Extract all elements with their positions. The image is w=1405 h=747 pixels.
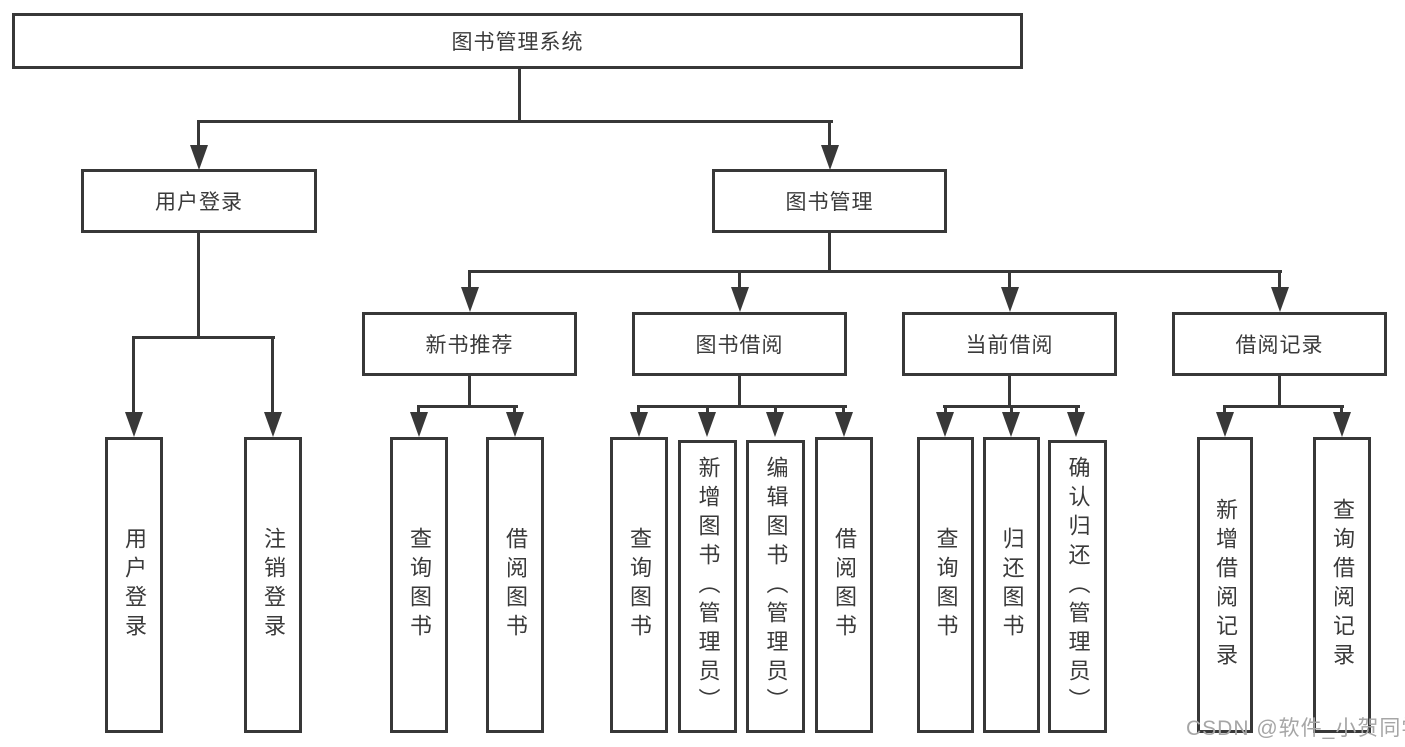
connector-vertical-line — [417, 405, 420, 415]
connector-vertical-line — [197, 120, 200, 147]
leaf-borrow-books-borrow: 借阅图书 — [815, 437, 873, 733]
leaf-user-login: 用户登录 — [105, 437, 163, 733]
leaf-logout: 注销登录 — [244, 437, 302, 733]
leaf-query-books-borrow: 查询图书 — [610, 437, 668, 733]
leaf-label: 新增图书（管理员） — [695, 456, 721, 717]
arrow-down-icon — [1002, 412, 1020, 437]
arrow-down-icon — [731, 287, 749, 312]
leaf-add-borrow-record: 新增借阅记录 — [1197, 437, 1253, 733]
node-library-system: 图书管理系统 — [12, 13, 1023, 69]
connector-vertical-line — [1278, 270, 1281, 290]
connector-vertical-line — [513, 405, 516, 415]
node-current-borrow: 当前借阅 — [902, 312, 1117, 376]
connector-vertical-line — [1008, 376, 1011, 405]
leaf-label: 查询借阅记录 — [1330, 498, 1355, 672]
arrow-down-icon — [125, 412, 143, 437]
connector-horizontal-line — [132, 336, 275, 339]
connector-vertical-line — [1075, 405, 1078, 415]
connector-vertical-line — [944, 405, 947, 415]
node-label: 图书借阅 — [695, 334, 784, 357]
connector-horizontal-line — [468, 270, 1282, 273]
arrow-down-icon — [1001, 287, 1019, 312]
arrow-down-icon — [190, 145, 208, 170]
leaf-query-borrow-record: 查询借阅记录 — [1313, 437, 1371, 733]
arrow-down-icon — [1216, 412, 1234, 437]
leaf-label: 借阅图书 — [832, 527, 857, 643]
leaf-label: 注销登录 — [261, 527, 286, 643]
leaf-add-book-admin: 新增图书（管理员） — [678, 440, 737, 733]
connector-vertical-line — [1010, 405, 1013, 415]
leaf-query-books-newbook: 查询图书 — [390, 437, 448, 733]
connector-horizontal-line — [637, 405, 847, 408]
node-book-borrow: 图书借阅 — [632, 312, 847, 376]
node-label: 当前借阅 — [965, 334, 1054, 357]
connector-vertical-line — [828, 120, 831, 147]
arrow-down-icon — [821, 145, 839, 170]
connector-vertical-line — [197, 233, 200, 336]
leaf-label: 借阅图书 — [503, 527, 528, 643]
connector-horizontal-line — [943, 405, 1080, 408]
leaf-query-books-current: 查询图书 — [917, 437, 974, 733]
node-book-management: 图书管理 — [712, 169, 947, 233]
connector-horizontal-line — [1223, 405, 1344, 408]
connector-vertical-line — [468, 270, 471, 290]
leaf-edit-book-admin: 编辑图书（管理员） — [746, 440, 805, 733]
leaf-label: 查询图书 — [627, 527, 652, 643]
connector-vertical-line — [842, 405, 845, 415]
connector-horizontal-line — [197, 120, 833, 123]
csdn-watermark: CSDN @软件_小贺同学 — [1186, 717, 1405, 740]
leaf-label: 编辑图书（管理员） — [763, 456, 789, 717]
node-label: 图书管理 — [785, 191, 874, 214]
arrow-down-icon — [506, 412, 524, 437]
node-borrow-records: 借阅记录 — [1172, 312, 1387, 376]
connector-vertical-line — [706, 405, 709, 415]
connector-vertical-line — [774, 405, 777, 415]
leaf-label: 用户登录 — [122, 527, 147, 643]
leaf-return-book: 归还图书 — [983, 437, 1040, 733]
connector-horizontal-line — [417, 405, 518, 408]
arrow-down-icon — [410, 412, 428, 437]
connector-vertical-line — [1340, 405, 1343, 415]
connector-vertical-line — [518, 69, 521, 120]
connector-vertical-line — [132, 336, 135, 415]
arrow-down-icon — [264, 412, 282, 437]
node-label: 新书推荐 — [425, 334, 514, 357]
connector-vertical-line — [271, 336, 274, 415]
arrow-down-icon — [461, 287, 479, 312]
node-label: 借阅记录 — [1235, 334, 1324, 357]
connector-vertical-line — [637, 405, 640, 415]
arrow-down-icon — [1271, 287, 1289, 312]
leaf-label: 查询图书 — [407, 527, 432, 643]
arrow-down-icon — [630, 412, 648, 437]
leaf-label: 查询图书 — [933, 527, 959, 643]
leaf-label: 归还图书 — [999, 527, 1025, 643]
arrow-down-icon — [835, 412, 853, 437]
node-new-book-recommend: 新书推荐 — [362, 312, 577, 376]
connector-vertical-line — [1223, 405, 1226, 415]
leaf-label: 确认归还（管理员） — [1065, 456, 1091, 717]
node-label: 用户登录 — [155, 191, 243, 214]
connector-vertical-line — [1278, 376, 1281, 405]
arrow-down-icon — [1067, 412, 1085, 437]
node-user-login-module: 用户登录 — [81, 169, 317, 233]
arrow-down-icon — [1333, 412, 1351, 437]
arrow-down-icon — [766, 412, 784, 437]
node-label: 图书管理系统 — [451, 31, 584, 54]
connector-vertical-line — [738, 270, 741, 290]
connector-vertical-line — [738, 376, 741, 405]
arrow-down-icon — [936, 412, 954, 437]
connector-vertical-line — [1008, 270, 1011, 290]
connector-vertical-line — [468, 376, 471, 405]
arrow-down-icon — [698, 412, 716, 437]
leaf-label: 新增借阅记录 — [1213, 498, 1238, 672]
leaf-borrow-books-newbook: 借阅图书 — [486, 437, 544, 733]
leaf-confirm-return-admin: 确认归还（管理员） — [1048, 440, 1107, 733]
connector-vertical-line — [828, 233, 831, 270]
